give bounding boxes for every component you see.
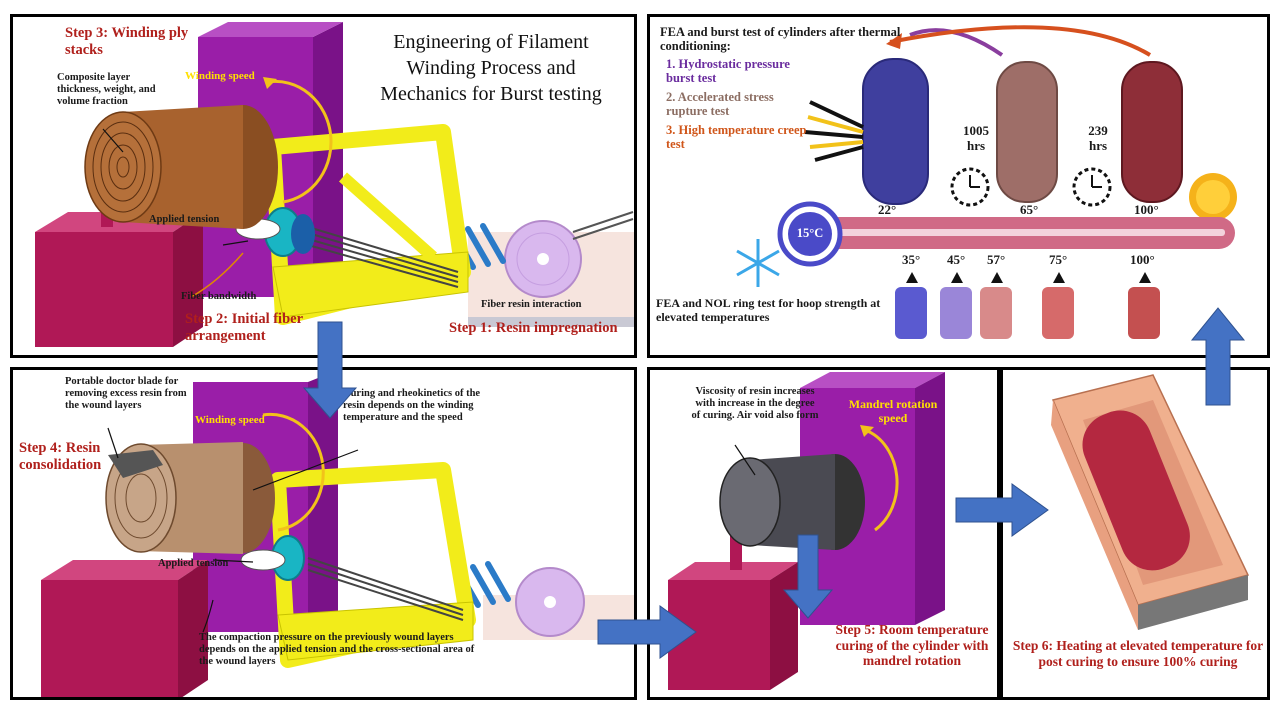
step2-label: Step 2: Initial fiber arrangement [185,311,303,344]
step3-label: Step 3: Winding ply stacks [65,25,189,58]
cyl-temp-22: 22° [878,202,897,217]
cyl-temp-65: 65° [1020,202,1039,217]
ring-temp-57: 57° [987,252,1006,267]
panel-room-temp-curing: Viscosity of resin increases with increa… [647,367,1000,700]
mandrel-speed-label: Mandrel rotation speed [848,397,938,425]
step6-label: Step 6: Heating at elevated temperature … [1012,638,1264,669]
title-line-2: Winding Process and [406,57,576,79]
test-creep: 3. High temperature creep test [666,123,807,152]
oven-illustration [1051,374,1250,630]
winding-machine-illustration [35,22,634,347]
nol-note: FEA and NOL ring test for hoop strength … [656,296,881,324]
step5-label: Step 5: Room temperature curing of the c… [835,622,989,669]
winding-speed-label: Winding speed [185,70,255,82]
ring-temp-35: 35° [902,252,921,267]
cylinder-22 [862,58,929,205]
cylinder-65 [996,61,1058,203]
cylinder-100 [1121,61,1183,203]
doctor-blade-note: Portable doctor blade for removing exces… [65,376,187,412]
panel-post-curing: Step 6: Heating at elevated temperature … [1000,367,1270,700]
step4-label: Step 4: Resin consolidation [19,440,102,473]
compaction-note: The compaction pressure on the previousl… [199,632,475,668]
thermo-label: 15°C [796,226,824,240]
applied-tension-label: Applied tension [149,214,220,225]
panel-winding-process: Step 3: Winding ply stacks Composite lay… [10,14,637,358]
curing-note: Curing and rheokinetics of the resin dep… [343,388,481,424]
fiber-bandwidth-label: Fiber bandwidth [181,291,257,302]
winding-speed-label-2: Winding speed [195,414,265,426]
composite-note: Composite layer thickness, weight, and v… [57,72,156,108]
test-stress-rupture: 2. Accelerated stress rupture test [666,90,774,119]
cyl-temp-100: 100° [1134,202,1159,217]
ring-temp-75: 75° [1049,252,1068,267]
fiber-resin-label: Fiber resin interaction [481,299,582,310]
hrs-239-label: 239 hrs [1088,123,1108,153]
burst-test-illustration [736,25,1237,339]
applied-tension-label-2: Applied tension [158,558,229,569]
fea-title: FEA and burst test of cylinders after th… [660,25,901,54]
ring-temp-100: 100° [1130,252,1155,267]
main-title: Engineering of Filament Winding Process … [351,29,631,107]
hrs-1005-label: 1005 hrs [963,123,989,153]
panel-resin-consolidation: Portable doctor blade for removing exces… [10,367,637,700]
test-hydrostatic: 1. Hydrostatic pressure burst test [666,57,790,86]
viscosity-note: Viscosity of resin increases with increa… [691,386,819,422]
room-curing-illustration [668,372,945,690]
panel-burst-test: FEA and burst test of cylinders after th… [647,14,1270,358]
step1-label: Step 1: Resin impregnation [449,320,618,336]
consolidation-illustration [41,370,634,697]
ring-temp-45: 45° [947,252,966,267]
title-line-1: Engineering of Filament [393,31,589,53]
title-line-3: Mechanics for Burst testing [380,83,602,105]
